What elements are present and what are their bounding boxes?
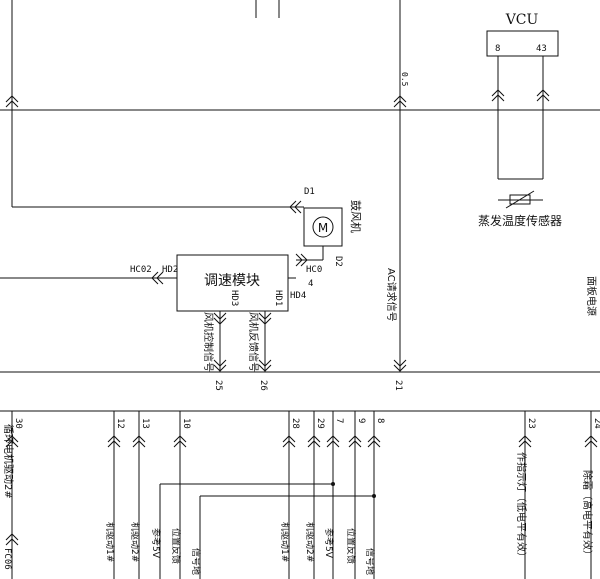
vcu-pin-43: 43 (536, 44, 547, 54)
chevron-icon (151, 271, 164, 285)
chevron-icon (518, 435, 532, 448)
chevron-icon (5, 95, 19, 108)
module-pin-hc02: HC02 (130, 265, 152, 275)
blower-pin-d1: D1 (304, 187, 315, 197)
connector-pin-10: 10 (181, 418, 191, 429)
wire-gauge-label: 0.5 (400, 72, 409, 87)
chevron-icon (258, 312, 272, 325)
chevron-icon (132, 435, 146, 448)
fan-feedback-signal-label: 风机反馈信号 (247, 312, 260, 372)
connector-pin-23: 23 (526, 418, 536, 429)
connector-pin-29: 29 (315, 418, 325, 429)
module-pin-hc0: HC0 (306, 265, 322, 275)
junction-dot (331, 482, 335, 486)
chevron-icon (173, 435, 187, 448)
chevron-icon (536, 89, 550, 102)
thermistor-slash (505, 190, 535, 209)
module-pin-hd3: HD3 (229, 290, 239, 306)
pin-label-26: 26 (258, 380, 268, 391)
signal-label-ref5v-left: 参考5V (150, 528, 162, 559)
connector-pin-24: 24 (592, 418, 600, 429)
chevron-icon (584, 435, 598, 448)
signal-label-drive-2-left: 机驱动2# (129, 522, 141, 562)
chevron-icon (307, 435, 321, 448)
junction-dot (372, 494, 376, 498)
chevron-icon (289, 200, 302, 214)
blower-label: 鼓风机 (349, 200, 363, 233)
chevron-icon (326, 435, 340, 448)
module-pin-hd4: HD4 (290, 291, 306, 301)
signal-label-fc06: FC06 (2, 548, 12, 570)
connector-pin-7: 7 (334, 418, 344, 423)
chevron-icon (348, 435, 362, 448)
signal-label-ref5v-right: 参考5V (323, 528, 335, 559)
chevron-icon (282, 435, 296, 448)
pin-label-25: 25 (213, 380, 223, 391)
chevron-icon (367, 435, 381, 448)
connector-pin-30: 30 (13, 418, 23, 429)
sensor-label: 蒸发温度传感器 (478, 213, 562, 228)
chevron-icon (393, 359, 407, 372)
fan-control-signal-label: 风机控制信号 (202, 312, 215, 372)
signal-label-drive-1-left: 机驱动1# (104, 522, 116, 562)
chevron-icon (393, 95, 407, 108)
ac-request-signal-label: AC请求信号 (385, 268, 398, 322)
motor-symbol: M (318, 221, 328, 235)
signal-label-pos-feedback-left: 位置反馈 (170, 528, 182, 564)
signal-label-defrost: 除霜（高电平有效） (581, 470, 594, 560)
vcu-box (486, 30, 559, 57)
module-pin-hd2: HD2 (162, 265, 178, 275)
connector-pin-13: 13 (140, 418, 150, 429)
vcu-pin-8: 8 (495, 44, 500, 54)
signal-label-indicator: 作指示灯（低电平有效） (515, 452, 528, 562)
motor-symbol-circle (312, 216, 334, 238)
chevron-icon (5, 435, 19, 448)
signal-label-drive-1-right: 机驱动1# (279, 522, 291, 562)
module-pin-4: 4 (308, 279, 313, 289)
speed-module-label: 调速模块 (204, 273, 260, 289)
chevron-icon (258, 359, 272, 372)
chevron-icon (5, 533, 19, 546)
signal-label-drive-2-right: 机驱动2# (304, 522, 316, 562)
connector-pin-28: 28 (290, 418, 300, 429)
panel-power-label: 面板电源 (585, 276, 598, 316)
chevron-icon (295, 253, 308, 267)
vcu-title: VCU (505, 12, 539, 28)
connector-pin-9: 9 (356, 418, 366, 423)
signal-label-pos-feedback-right: 位置反馈 (345, 528, 357, 564)
blower-pin-d2: D2 (333, 256, 343, 267)
signal-label-gnd-left: 信号地 (190, 548, 202, 575)
signal-label-recirc-motor: 循环电机驱动2# (2, 424, 15, 499)
module-pin-hd1: HD1 (273, 290, 283, 306)
chevron-icon (213, 312, 227, 325)
thermistor-resistor (509, 194, 531, 205)
chevron-icon (491, 89, 505, 102)
connector-pin-8: 8 (375, 418, 385, 423)
pin-label-21: 21 (393, 380, 403, 391)
signal-label-gnd-right: 信号地 (364, 548, 376, 575)
chevron-icon (107, 435, 121, 448)
connector-pin-12: 12 (115, 418, 125, 429)
speed-module-box (176, 254, 289, 312)
chevron-icon (213, 359, 227, 372)
